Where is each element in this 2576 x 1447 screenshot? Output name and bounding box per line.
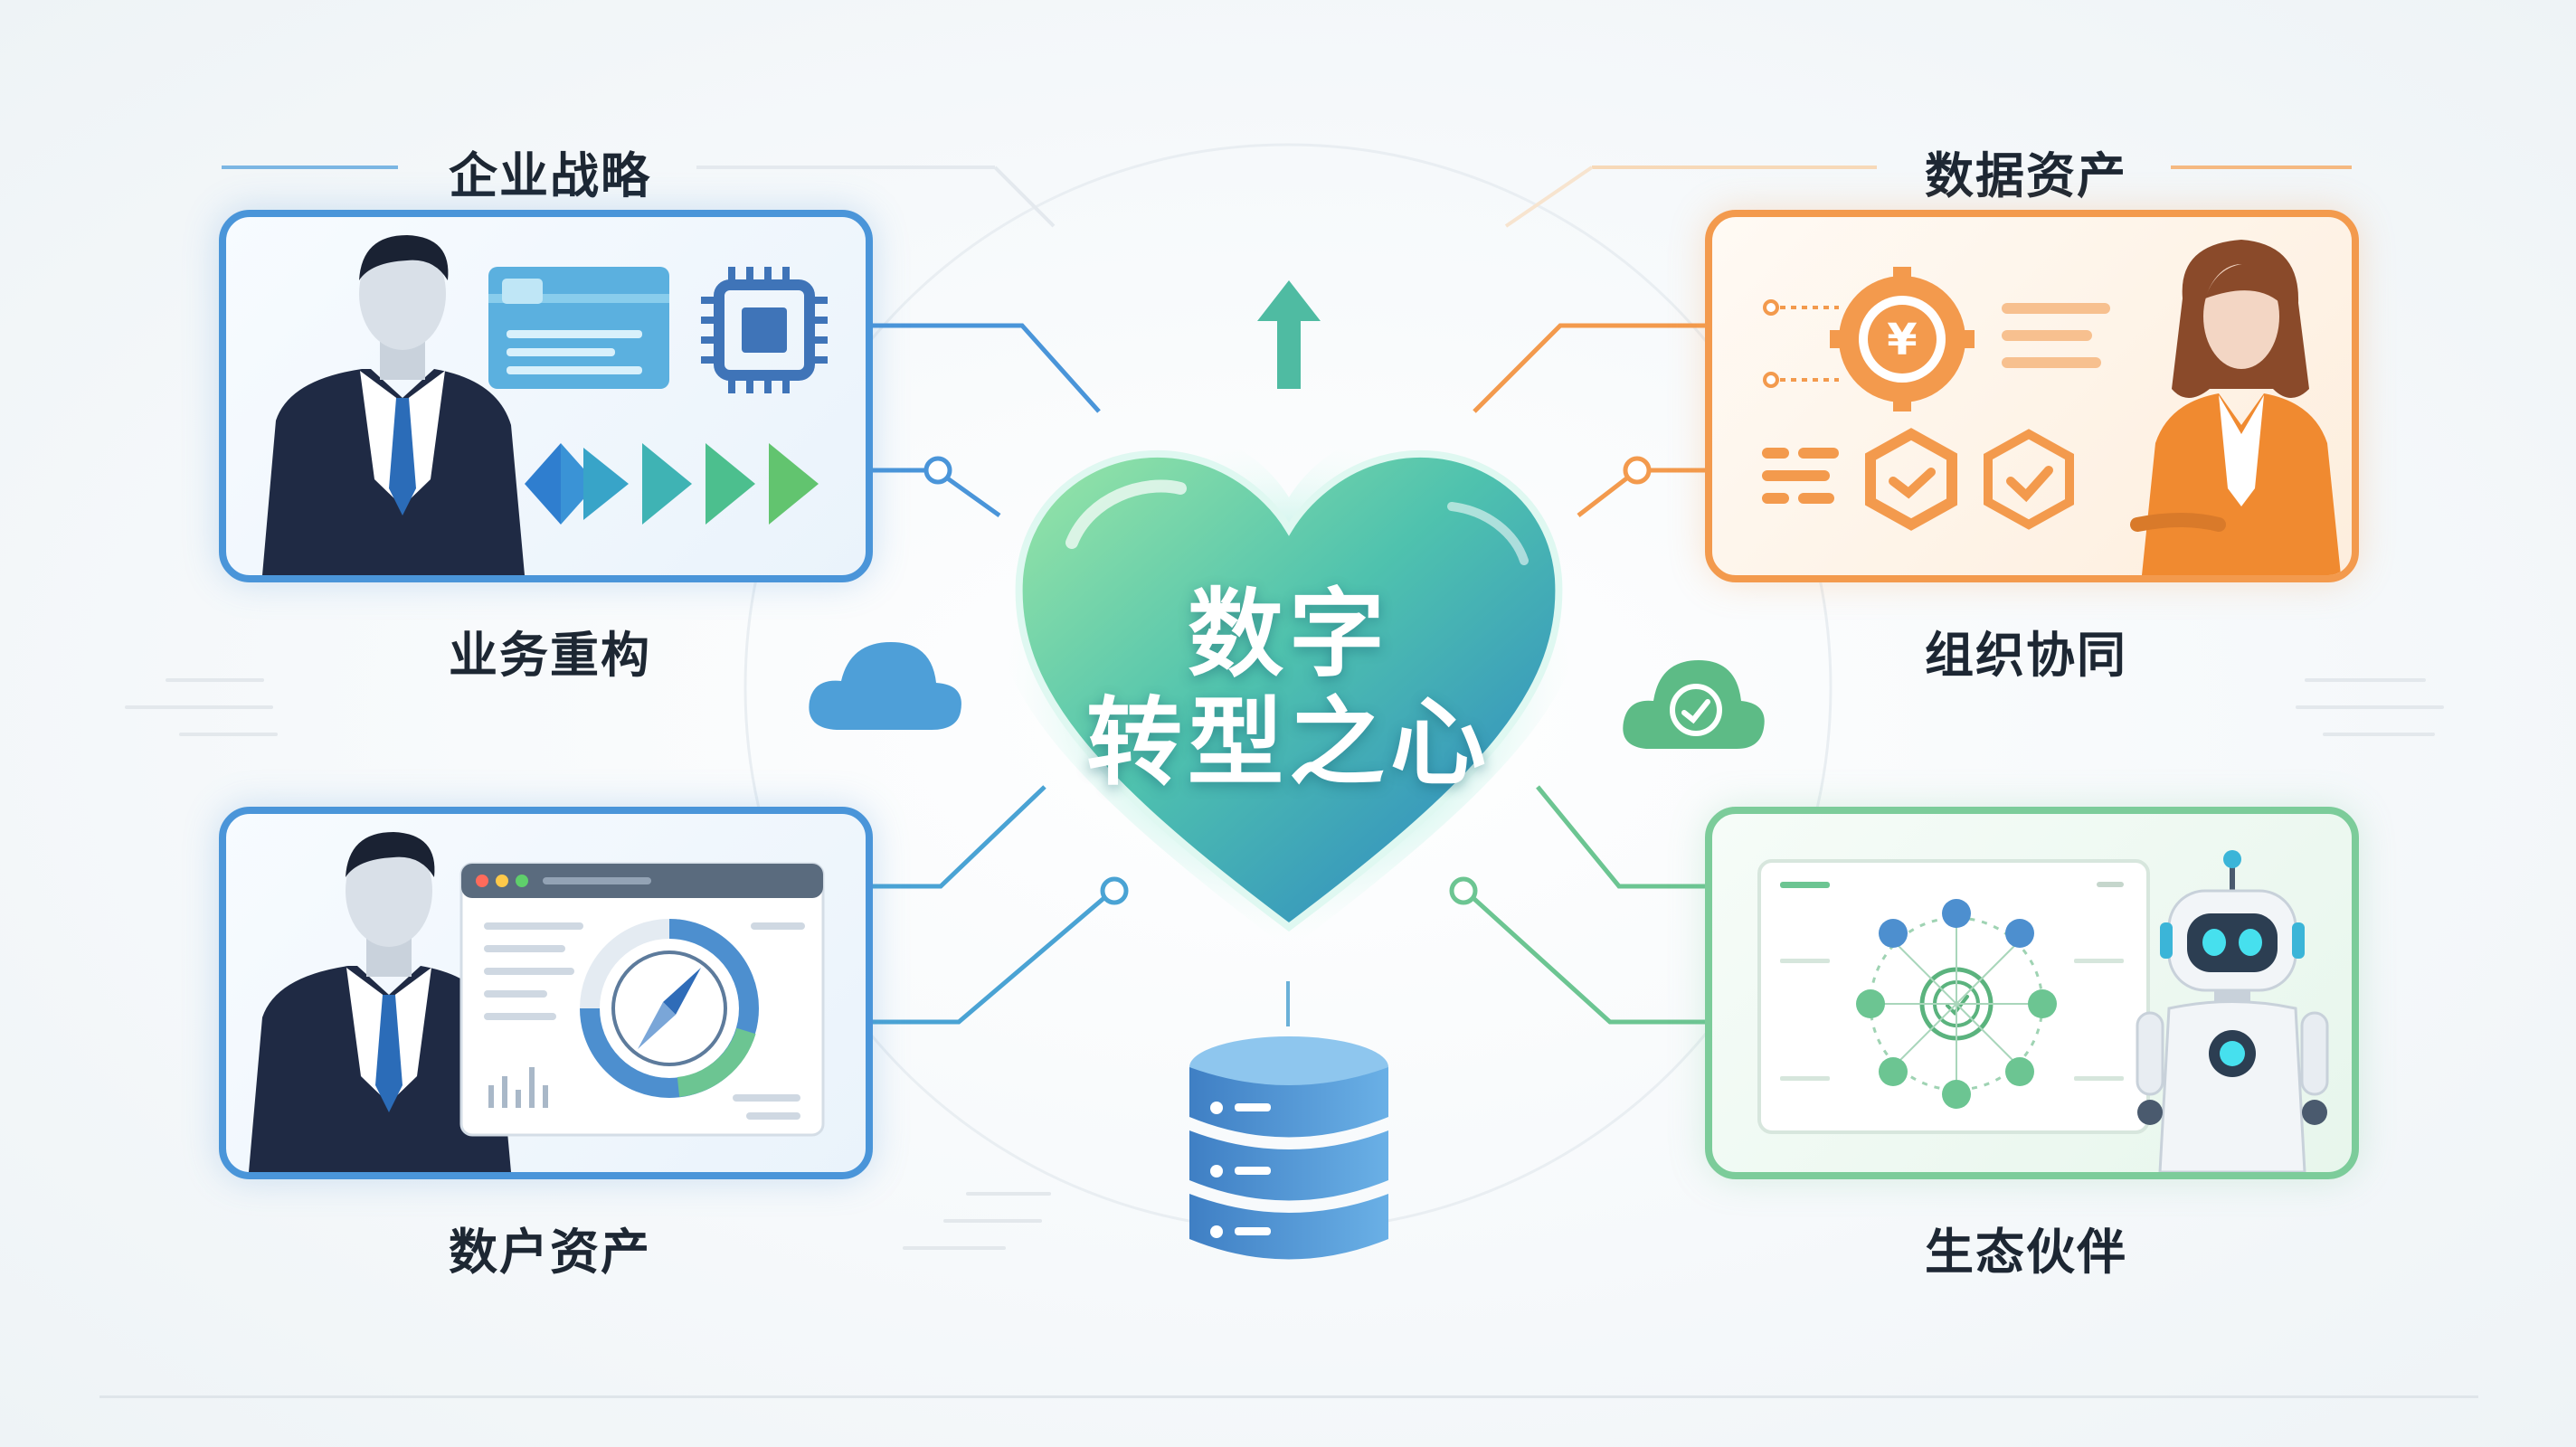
bottom-divider (99, 1395, 2478, 1398)
timeline-dots-icon (1763, 299, 1839, 388)
hexagon-badge-icon (1984, 429, 2074, 530)
panel-strategy (219, 210, 873, 582)
heart-core (990, 425, 1588, 950)
yuan-symbol: ¥ (1887, 315, 1917, 365)
businessman-icon (249, 832, 511, 1172)
label-org-collaboration: 组织协同 (1925, 627, 2127, 684)
hexagon-check-icon (1865, 428, 1957, 531)
list-icon (1762, 448, 1839, 504)
robot-icon (2136, 850, 2329, 1172)
network-dashboard-icon (1757, 859, 2150, 1134)
panel-ecosystem (1705, 807, 2359, 1179)
chip-icon (701, 267, 828, 393)
label-account-assets: 数户资产 (449, 1224, 651, 1281)
compass-gauge-icon (580, 919, 759, 1098)
businesswoman-icon (2130, 240, 2341, 575)
label-enterprise-strategy: 企业战略 (449, 147, 651, 204)
panel-account-assets (219, 807, 873, 1179)
text-lines-icon (2002, 303, 2110, 368)
database-icon (1189, 1036, 1388, 1260)
cloud-icon (809, 642, 961, 730)
center-title-line1: 数字 (1188, 579, 1390, 690)
forward-arrows-icon (525, 443, 819, 525)
center-title-line2: 转型之心 (1086, 687, 1492, 799)
label-ecosystem-partners: 生态伙伴 (1925, 1224, 2127, 1281)
label-data-assets: 数据资产 (1925, 147, 2127, 204)
businessman-icon (262, 235, 525, 575)
label-business-restructure: 业务重构 (449, 627, 651, 684)
panel-data-assets: ¥ (1705, 210, 2359, 582)
yuan-gear-icon: ¥ (1830, 267, 1975, 411)
credit-card-icon (488, 267, 669, 389)
cloud-sync-icon (1623, 660, 1765, 749)
growth-arrow-icon (1257, 280, 1321, 389)
